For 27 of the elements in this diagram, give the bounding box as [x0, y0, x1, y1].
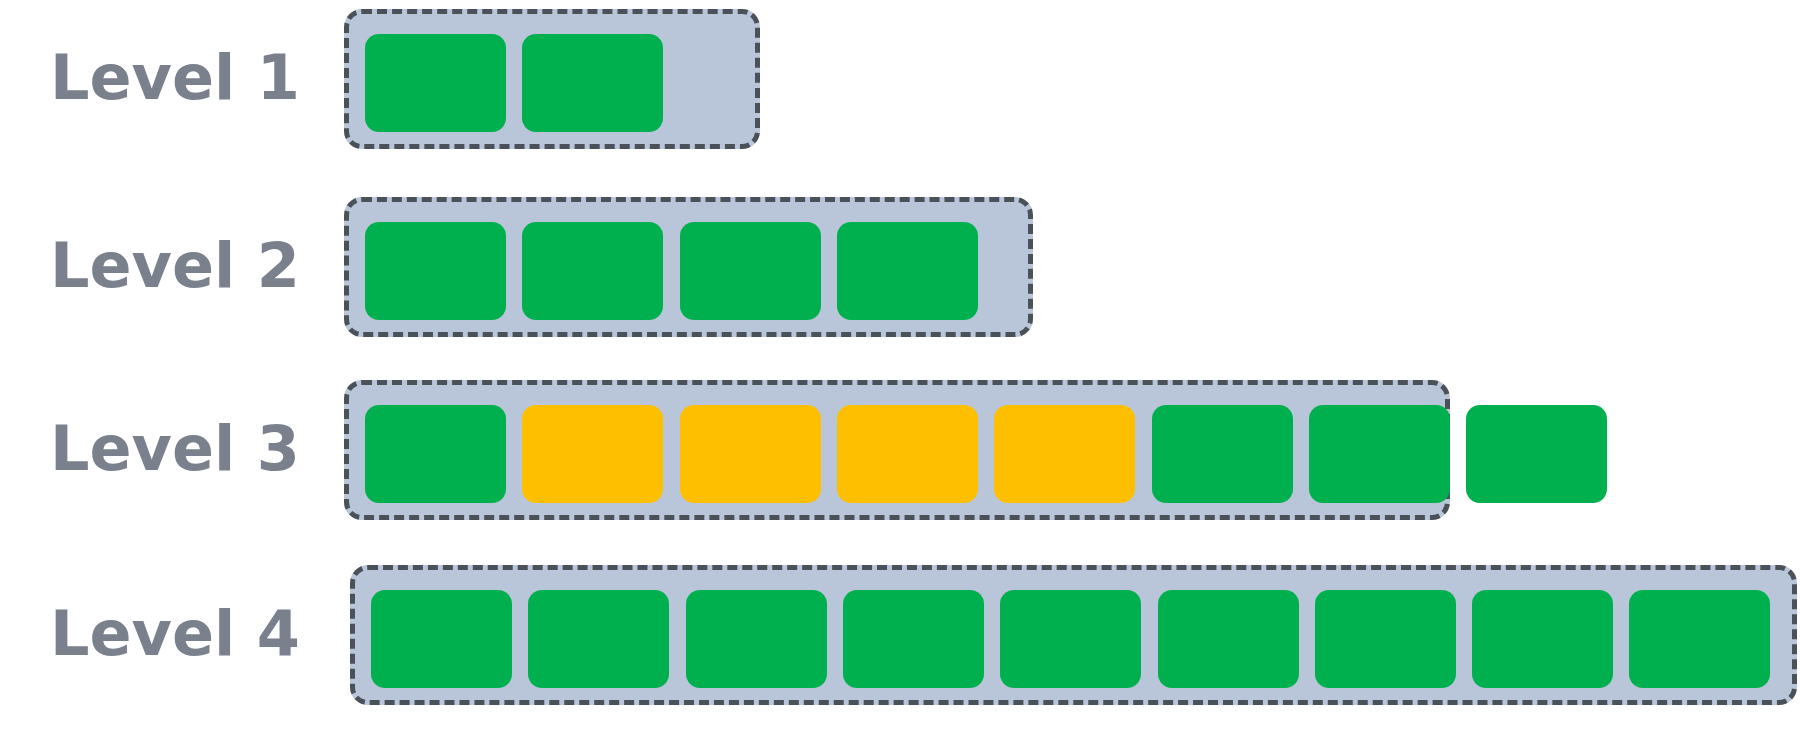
block [1466, 405, 1608, 503]
block [1157, 590, 1299, 688]
block [1472, 590, 1614, 688]
level-label: Level 4 [50, 603, 300, 665]
block [371, 590, 512, 688]
level-label: Level 1 [50, 47, 300, 109]
block [679, 405, 821, 503]
level-label: Level 3 [50, 418, 300, 480]
block [522, 222, 664, 320]
block [365, 34, 506, 132]
block [679, 222, 821, 320]
block [1629, 590, 1771, 688]
block [836, 405, 978, 503]
level-label: Level 2 [50, 235, 300, 297]
block [1314, 590, 1456, 688]
block [842, 590, 984, 688]
block [365, 405, 506, 503]
block [522, 405, 664, 503]
block [522, 34, 664, 132]
block [994, 405, 1136, 503]
block [1000, 590, 1142, 688]
block [1151, 405, 1293, 503]
block [528, 590, 670, 688]
block [836, 222, 978, 320]
block [685, 590, 827, 688]
block [1308, 405, 1450, 503]
block [365, 222, 506, 320]
